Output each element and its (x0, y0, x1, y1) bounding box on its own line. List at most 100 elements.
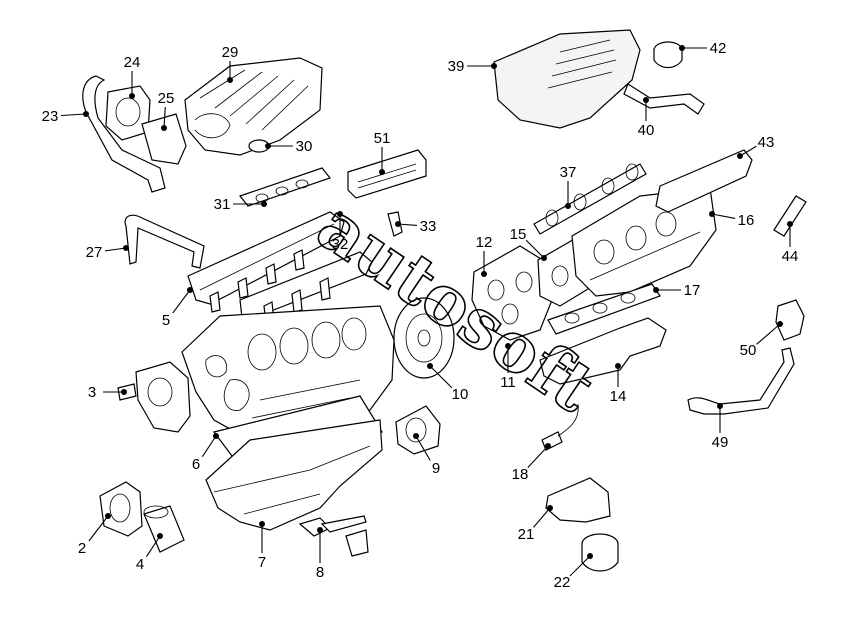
callout-label-22: 22 (554, 574, 571, 591)
callout-leader-21 (533, 507, 551, 528)
flywheel (393, 297, 455, 379)
callout-dot-50 (777, 321, 783, 327)
callout-dot-51 (379, 169, 385, 175)
intake-gasket (238, 167, 332, 207)
callout-label-50: 50 (740, 342, 757, 359)
callout-14: 14 (610, 363, 627, 405)
callout-label-39: 39 (448, 58, 465, 75)
pcv-hose (623, 83, 705, 115)
callout-dot-42 (679, 45, 685, 51)
callout-dot-4 (157, 533, 163, 539)
dipstick (298, 515, 369, 557)
oil-filter (143, 505, 185, 553)
callout-label-37: 37 (560, 164, 577, 181)
callout-dot-32 (337, 211, 343, 217)
callout-16: 16 (709, 211, 754, 229)
callout-leader-33 (397, 223, 418, 226)
callout-label-14: 14 (610, 388, 627, 405)
callout-dot-9 (413, 433, 419, 439)
spark-plug (773, 195, 807, 237)
callout-9: 9 (413, 433, 440, 477)
callout-label-44: 44 (782, 248, 799, 265)
callout-dot-31 (261, 201, 267, 207)
callout-leader-50 (756, 323, 781, 345)
callouts: 2345678910111214151617182122232425272930… (42, 40, 799, 591)
manifold-gasket (347, 149, 427, 199)
callout-dot-44 (787, 221, 793, 227)
callout-leader-4 (145, 535, 161, 557)
callout-label-18: 18 (512, 466, 529, 483)
engine-mount-small (775, 299, 805, 341)
callout-dot-43 (737, 153, 743, 159)
callout-leader-10 (429, 365, 453, 389)
callout-label-31: 31 (214, 196, 231, 213)
mount-bracket (545, 477, 611, 523)
callout-42: 42 (679, 40, 726, 57)
callout-11: 11 (500, 343, 516, 391)
oil-pan (205, 419, 383, 531)
callout-dot-6 (213, 433, 219, 439)
valve-cover-gasket (655, 149, 753, 213)
callout-dot-17 (653, 287, 659, 293)
callout-24: 24 (124, 54, 141, 99)
callout-7: 7 (258, 521, 266, 571)
oil-filter-housing (99, 481, 143, 537)
vacuum-hose (82, 75, 166, 193)
callout-18: 18 (512, 443, 551, 483)
callout-label-30: 30 (296, 138, 313, 155)
callout-dot-18 (545, 443, 551, 449)
callout-leader-6 (201, 435, 217, 457)
callout-32: 32 (332, 211, 348, 253)
callout-51: 51 (374, 130, 391, 175)
callout-leader-43 (739, 145, 757, 157)
callout-dot-25 (161, 125, 167, 131)
callout-4: 4 (136, 533, 163, 573)
callout-dot-30 (265, 143, 271, 149)
callout-29: 29 (222, 44, 238, 83)
callout-30: 30 (265, 138, 312, 155)
callout-dot-37 (565, 203, 571, 209)
callout-31: 31 (214, 196, 267, 213)
callout-label-11: 11 (500, 374, 516, 391)
callout-dot-40 (643, 97, 649, 103)
callout-2: 2 (78, 513, 111, 557)
parts (82, 29, 807, 572)
callout-label-16: 16 (738, 212, 755, 229)
callout-leader-16 (711, 213, 736, 219)
callout-dot-33 (395, 221, 401, 227)
callout-dot-11 (505, 343, 511, 349)
callout-27: 27 (86, 244, 129, 261)
callout-dot-22 (587, 553, 593, 559)
callout-label-49: 49 (712, 434, 729, 451)
throttle-body (105, 85, 151, 141)
callout-dot-10 (427, 363, 433, 369)
callout-8: 8 (316, 527, 324, 581)
callout-dot-24 (129, 93, 135, 99)
callout-leader-15 (525, 239, 545, 259)
callout-33: 33 (395, 218, 436, 235)
callout-dot-23 (83, 111, 89, 117)
callout-12: 12 (476, 234, 493, 277)
engine-cover (493, 29, 641, 129)
callout-50: 50 (740, 321, 783, 359)
callout-22: 22 (554, 553, 593, 591)
callout-label-4: 4 (136, 556, 144, 573)
callout-leader-18 (527, 445, 549, 469)
callout-label-25: 25 (158, 90, 175, 107)
callout-dot-27 (123, 245, 129, 251)
callout-dot-29 (227, 77, 233, 83)
callout-dot-8 (317, 527, 323, 533)
callout-label-24: 24 (124, 54, 141, 71)
callout-6: 6 (192, 433, 219, 473)
callout-44: 44 (782, 221, 799, 265)
callout-21: 21 (518, 505, 553, 543)
callout-label-12: 12 (476, 234, 493, 251)
callout-dot-39 (491, 63, 497, 69)
oil-pump (117, 361, 191, 433)
callout-dot-7 (259, 521, 265, 527)
callout-label-51: 51 (374, 130, 391, 147)
callout-dot-5 (187, 287, 193, 293)
callout-label-42: 42 (710, 40, 727, 57)
callout-dot-21 (547, 505, 553, 511)
